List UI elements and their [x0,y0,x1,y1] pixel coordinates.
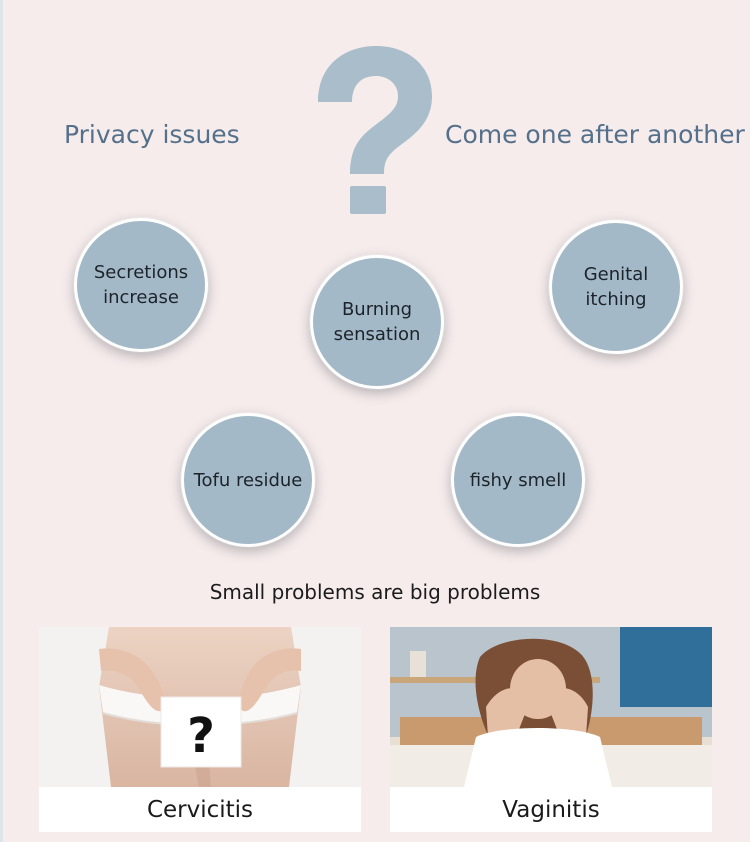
symptom-bubble-tofu: Tofu residue [181,413,315,547]
symptom-label: Tofu residue [193,469,303,491]
cervicitis-card: ? Cervicitis [39,627,361,832]
cervicitis-caption: Cervicitis [39,787,361,832]
question-mark-icon [318,46,432,214]
vaginitis-image [390,627,712,787]
symptom-bubble-secretions: Secretions increase [74,218,208,352]
tagline: Small problems are big problems [209,580,541,604]
vaginitis-caption: Vaginitis [390,787,712,832]
left-border [0,0,3,842]
come-one-heading: Come one after another [445,120,745,149]
symptom-bubble-burning: Burning sensation [310,255,444,389]
svg-text:?: ? [187,708,215,764]
symptom-label: Burning sensation [333,299,421,345]
symptom-label: Secretions increase [93,262,189,308]
symptom-bubble-itching: Genital itching [549,220,683,354]
symptom-label: fishy smell [469,469,567,491]
cervicitis-image: ? [39,627,361,787]
symptom-bubble-smell: fishy smell [451,413,585,547]
privacy-heading: Privacy issues [64,120,240,149]
vaginitis-card: Vaginitis [390,627,712,832]
symptom-label: Genital itching [583,264,649,310]
